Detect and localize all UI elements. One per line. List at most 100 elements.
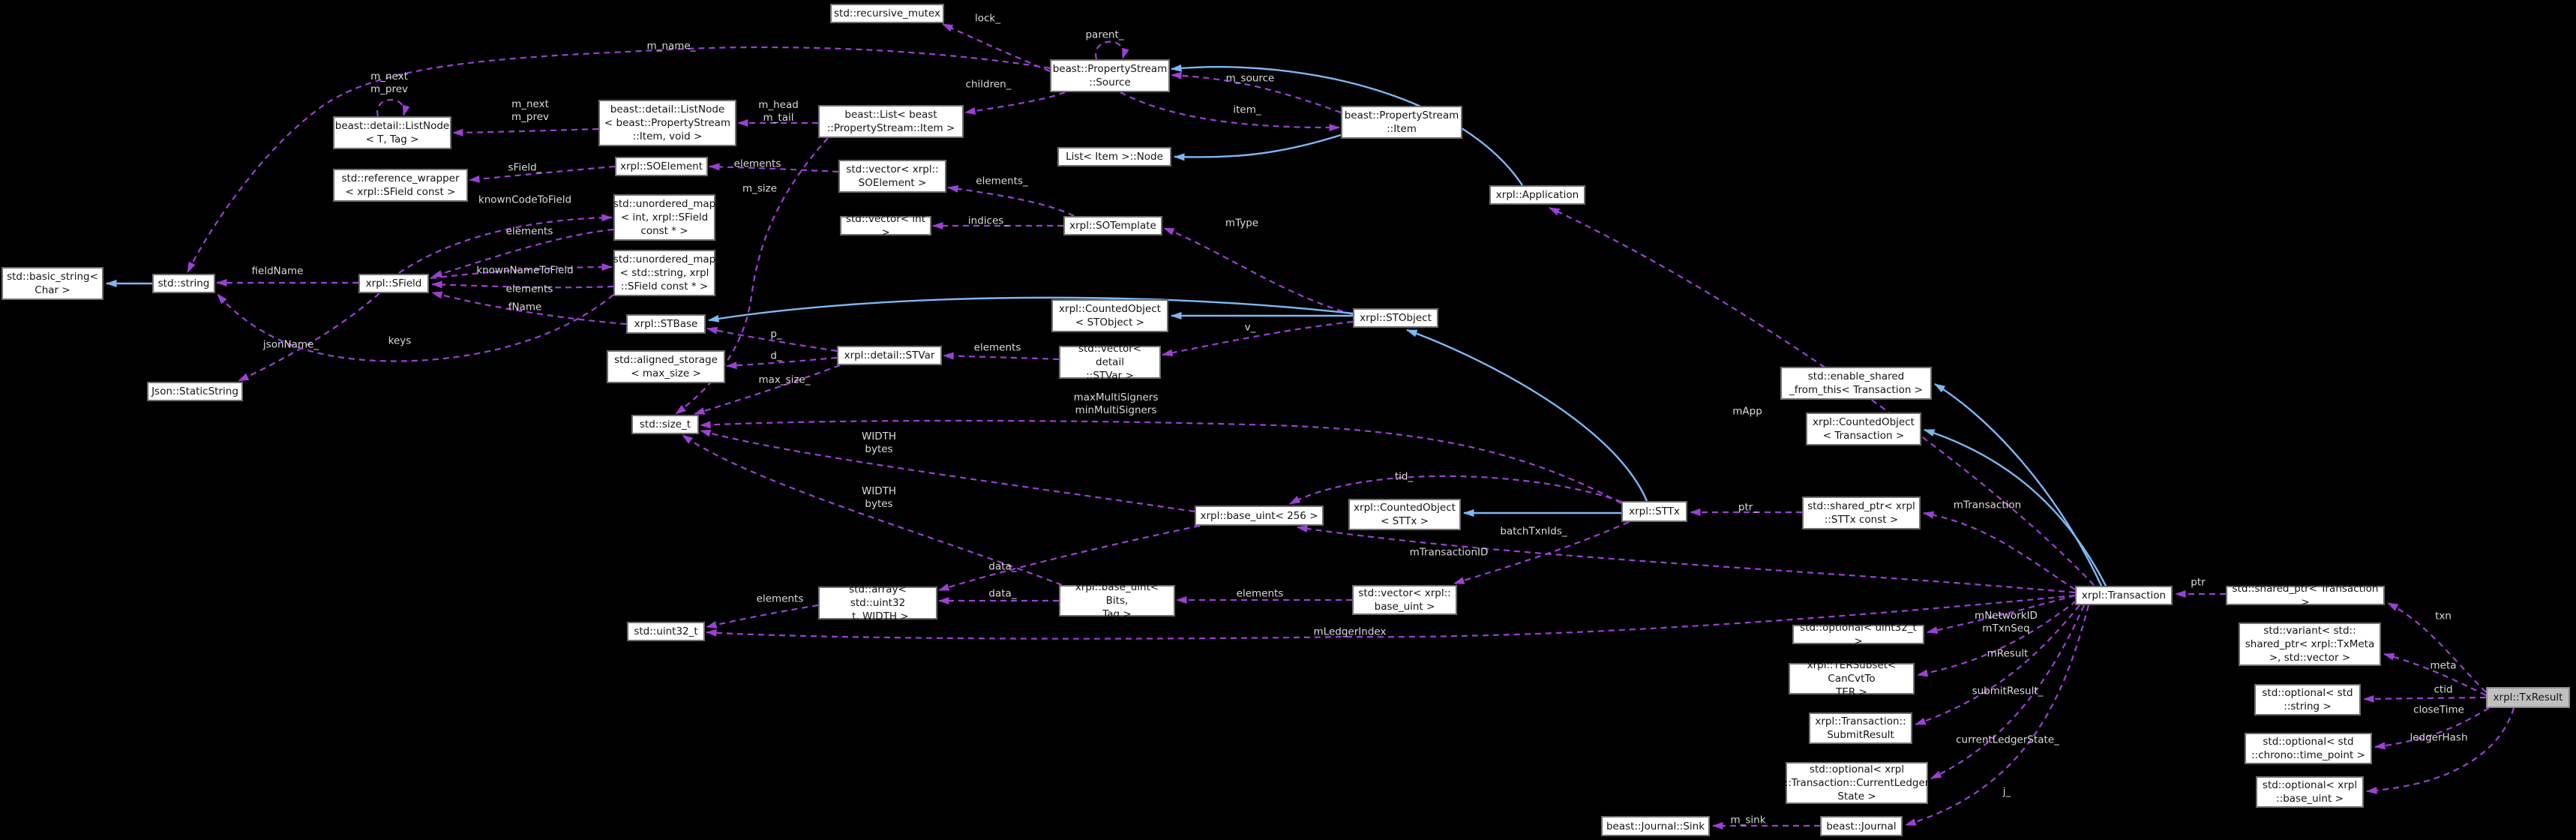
edge-transaction-to-optional-currentledgerstate — [1930, 604, 2086, 779]
class-node-vector-int[interactable]: std::vector< int > — [840, 213, 931, 238]
edge-sotemplate-to-vector-soelement — [947, 184, 1075, 217]
class-node-stvar[interactable]: xrpl::detail::STVar — [837, 346, 942, 365]
class-node-enable-shared-from-this[interactable]: std::enable_shared _from_this< Transacti… — [1780, 367, 1932, 400]
class-node-label: xrpl::STBase — [634, 318, 698, 330]
class-node-label: std::shared_ptr< Transaction > — [2232, 583, 2379, 608]
class-node-unordered-map-int[interactable]: std::unordered_map < int, xrpl::SField c… — [613, 194, 715, 241]
edge-label: mTransactionID — [1409, 546, 1489, 559]
class-node-journal[interactable]: beast::Journal — [1820, 816, 1903, 836]
class-node-optional-string[interactable]: std::optional< std ::string > — [2254, 684, 2361, 716]
class-node-label: xrpl::SOTemplate — [1069, 220, 1156, 232]
edge-beast-list-to-size-t — [675, 137, 829, 415]
class-node-variant-txmeta[interactable]: std::variant< std:: shared_ptr< xrpl::Tx… — [2239, 622, 2381, 666]
class-node-sotemplate[interactable]: xrpl::SOTemplate — [1063, 216, 1162, 236]
class-node-vector-stvar[interactable]: std::vector< detail ::STVar > — [1059, 343, 1161, 382]
class-node-shared-ptr-transaction[interactable]: std::shared_ptr< Transaction > — [2226, 583, 2385, 608]
class-node-application[interactable]: xrpl::Application — [1489, 185, 1585, 205]
class-node-uint32-t[interactable]: std::uint32_t — [627, 622, 705, 641]
class-node-reference-wrapper[interactable]: std::reference_wrapper < xrpl::SField co… — [333, 169, 468, 202]
edge-label: txn — [2435, 610, 2452, 622]
edge-label: ptr_ — [1738, 501, 1759, 514]
class-node-countedobject-transaction[interactable]: xrpl::CountedObject < Transaction > — [1806, 412, 1921, 446]
class-node-label: std::unordered_map < std::string, xrpl :… — [613, 254, 716, 292]
edge-propertystream-source-to-string — [187, 46, 1051, 273]
class-node-optional-timepoint[interactable]: std::optional< std ::chrono::time_point … — [2245, 733, 2372, 764]
edge-txresult-to-variant-txmeta — [2383, 652, 2487, 696]
class-node-label: xrpl::CountedObject < STTx > — [1354, 502, 1456, 527]
class-node-propertystream-source[interactable]: beast::PropertyStream ::Source — [1050, 59, 1170, 92]
edge-application-to-propertystream-source — [1171, 64, 1523, 186]
class-node-vector-soelement[interactable]: std::vector< xrpl:: SOElement > — [838, 160, 946, 193]
class-node-array-uint32[interactable]: std::array< std::uint32 _t, WIDTH > — [818, 584, 937, 622]
class-node-aligned-storage[interactable]: std::aligned_storage < max_size > — [607, 350, 725, 383]
edge-label: batchTxnIds_ — [1500, 525, 1567, 538]
class-node-label: std::vector< xrpl:: SOElement > — [846, 164, 939, 189]
class-node-propertystream-item[interactable]: beast::PropertyStream ::Item — [1341, 106, 1462, 139]
edge-label: submitResult_ — [1972, 685, 2044, 698]
edge-label: m_next m_prev — [370, 70, 409, 95]
class-node-optional-currentledgerstate[interactable]: std::optional< xrpl ::Transaction::Curre… — [1784, 762, 1930, 804]
edge-label: m_sink — [1730, 814, 1766, 826]
edge-label: p_ — [770, 328, 782, 340]
class-node-size-t[interactable]: std::size_t — [631, 415, 699, 434]
class-node-json-staticstring[interactable]: Json::StaticString — [147, 382, 243, 401]
edge-label: v_ — [1244, 321, 1256, 334]
class-node-unordered-map-string[interactable]: std::unordered_map < std::string, xrpl :… — [613, 250, 715, 296]
class-node-base-uint-bits-tag[interactable]: xrpl::base_uint< Bits, Tag > — [1059, 581, 1175, 620]
class-node-label: std::optional< xrpl ::Transaction::Curre… — [1784, 764, 1930, 802]
class-node-transaction[interactable]: xrpl::Transaction — [2075, 586, 2173, 605]
class-node-journal-sink[interactable]: beast::Journal::Sink — [1601, 816, 1710, 836]
edge-label: elements_ — [976, 175, 1028, 188]
class-node-shared-ptr-sttx[interactable]: std::shared_ptr< xrpl ::STTx const > — [1802, 496, 1921, 530]
edge-label: m_size — [742, 182, 778, 195]
class-node-beast-list[interactable]: beast::List< beast ::PropertyStream::Ite… — [818, 105, 964, 138]
edge-label: knownNameToField — [476, 264, 574, 277]
edge-transaction-to-uint32-t — [706, 594, 2076, 640]
class-node-sttx[interactable]: xrpl::STTx — [1621, 501, 1687, 522]
class-node-transaction-submitresult[interactable]: xrpl::Transaction:: SubmitResult — [1809, 712, 1912, 744]
edge-sfield-to-unordered-map-int — [398, 214, 613, 274]
edge-sttx-to-base-uint-256 — [1289, 475, 1622, 505]
edge-label: mLedgerIndex — [1313, 626, 1387, 638]
edge-label: elements — [1236, 587, 1284, 600]
class-node-label: std::optional< uint32_t > — [1800, 622, 1917, 647]
edge-transaction-to-tersubset — [1917, 600, 2077, 677]
edge-label: lock_ — [974, 12, 1001, 25]
class-node-list-item-node[interactable]: List< Item >::Node — [1057, 147, 1171, 166]
class-node-label: xrpl::base_uint< 256 > — [1200, 509, 1318, 522]
class-node-label: xrpl::CountedObject < Transaction > — [1813, 416, 1915, 442]
class-node-recursive-mutex[interactable]: std::recursive_mutex — [830, 4, 944, 23]
edge-label: j_ — [2002, 785, 2011, 798]
class-node-listnode-t-tag[interactable]: beast::detail::ListNode < T, Tag > — [333, 116, 451, 149]
class-node-base-uint-256[interactable]: xrpl::base_uint< 256 > — [1195, 506, 1324, 526]
edge-unordered-map-string-to-sfield — [431, 280, 614, 289]
class-node-label: beast::PropertyStream ::Item — [1344, 110, 1459, 135]
edge-propertystream-source-to-propertystream-item — [1120, 92, 1340, 132]
class-node-label: std::reference_wrapper < xrpl::SField co… — [341, 172, 460, 198]
class-node-tersubset[interactable]: xrpl::TERSubset< CanCvtTo TER > — [1789, 659, 1915, 698]
edge-label: elements — [733, 158, 781, 170]
edge-propertystream-item-to-list-item-node — [1174, 134, 1342, 161]
class-node-optional-uint32[interactable]: std::optional< uint32_t > — [1792, 622, 1924, 647]
class-node-listnode-item[interactable]: beast::detail::ListNode < beast::Propert… — [598, 100, 736, 146]
class-node-basic-string[interactable]: std::basic_string< Char > — [1, 267, 103, 300]
edge-base-uint-bits-tag-to-size-t — [682, 434, 1063, 586]
edge-listnode-t-tag-to-listnode-t-tag — [376, 99, 410, 117]
class-node-label: Json::StaticString — [151, 386, 238, 398]
class-node-soelement[interactable]: xrpl::SOElement — [615, 157, 708, 176]
class-node-label: std::optional< xrpl ::base_uint > — [2262, 779, 2358, 805]
edge-label: indices_ — [967, 214, 1009, 227]
class-node-stbase[interactable]: xrpl::STBase — [626, 314, 706, 334]
class-node-vector-baseuint[interactable]: std::vector< xrpl:: base_uint > — [1352, 585, 1457, 615]
class-node-txresult[interactable]: xrpl::TxResult — [2486, 687, 2570, 708]
class-node-sfield[interactable]: xrpl::SField — [358, 274, 429, 293]
edge-txresult-to-optional-baseuint — [2366, 707, 2515, 794]
class-node-string[interactable]: std::string — [152, 274, 215, 293]
edge-label: m_head m_tail — [758, 99, 799, 124]
class-node-stobject[interactable]: xrpl::STObject — [1353, 308, 1438, 328]
edge-txresult-to-optional-string — [2363, 694, 2487, 703]
class-node-countedobject-stobject[interactable]: xrpl::CountedObject < STObject > — [1051, 299, 1168, 332]
class-node-label: xrpl::SOElement — [619, 160, 703, 172]
class-node-optional-baseuint[interactable]: std::optional< xrpl ::base_uint > — [2256, 776, 2364, 808]
class-node-countedobject-sttx[interactable]: xrpl::CountedObject < STTx > — [1348, 499, 1461, 530]
